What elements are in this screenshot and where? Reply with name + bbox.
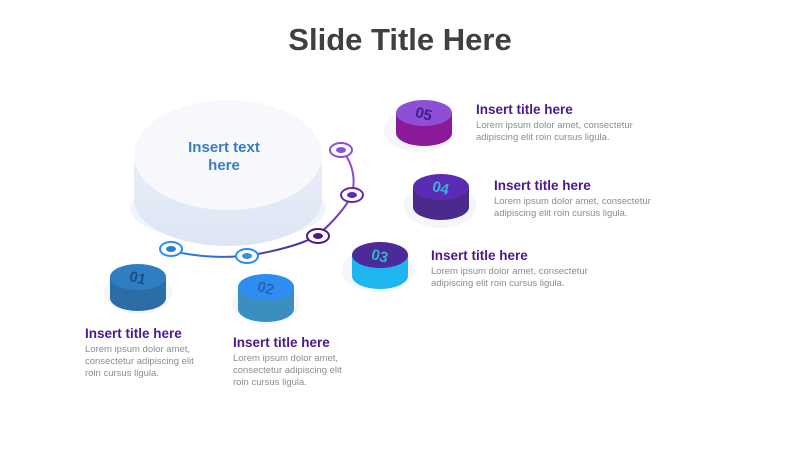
step-3-cylinder: 03 bbox=[342, 242, 414, 292]
arc-node-4 bbox=[340, 187, 364, 203]
step-2-desc-line-2: consectetur adipiscing elit bbox=[233, 365, 342, 376]
arc-node-5 bbox=[329, 142, 353, 158]
step-2-number: 02 bbox=[255, 278, 275, 299]
step-2-cylinder: 02 bbox=[232, 274, 300, 325]
center-cylinder bbox=[130, 100, 326, 246]
step-1-desc: Lorem ipsum dolor amet, consectetur adip… bbox=[85, 344, 194, 380]
step-3-top bbox=[352, 242, 408, 268]
step-2-desc-line-3: roin cursus ligula. bbox=[233, 377, 307, 388]
center-text-line-1: Insert text bbox=[188, 139, 260, 156]
step-5-number: 05 bbox=[413, 104, 433, 125]
step-1-top bbox=[110, 264, 166, 290]
arc-node-1 bbox=[159, 241, 183, 257]
step-1-desc-line-1: Lorem ipsum dolor amet, bbox=[85, 344, 191, 355]
step-5-desc: Lorem ipsum dolor amet, consectetur adip… bbox=[476, 120, 633, 144]
step-4-title: Insert title here bbox=[494, 178, 591, 193]
step-5-desc-line-1: Lorem ipsum dolor amet, consectetur bbox=[476, 120, 633, 131]
step-5-title: Insert title here bbox=[476, 102, 573, 117]
step-5-desc-line-2: adipiscing elit roin cursus ligula. bbox=[476, 132, 610, 143]
step-4-desc-line-2: adipiscing elit roin cursus ligula. bbox=[494, 208, 628, 219]
step-1-desc-line-3: roin cursus ligula. bbox=[85, 368, 159, 379]
step-3-title: Insert title here bbox=[431, 248, 528, 263]
arc-node-3 bbox=[306, 228, 330, 244]
step-3-number: 03 bbox=[369, 246, 389, 267]
step-3-desc-line-1: Lorem ipsum dolor amet, consectetur bbox=[431, 266, 588, 277]
step-4-desc-line-1: Lorem ipsum dolor amet, consectetur bbox=[494, 196, 651, 207]
center-text: Insert text here bbox=[160, 139, 288, 175]
step-2-title: Insert title here bbox=[233, 335, 330, 350]
step-4-top bbox=[413, 174, 469, 200]
step-1-desc-line-2: consectetur adipiscing elit bbox=[85, 356, 194, 367]
step-2-desc-line-1: Lorem ipsum dolor amet, bbox=[233, 353, 339, 364]
step-4-number: 04 bbox=[430, 178, 451, 199]
step-1-cylinder: 01 bbox=[104, 264, 172, 314]
step-3-desc-line-2: adipiscing elit roin cursus ligula. bbox=[431, 278, 565, 289]
arc-node-2 bbox=[235, 248, 259, 264]
step-2-desc: Lorem ipsum dolor amet, consectetur adip… bbox=[233, 353, 342, 389]
step-4-cylinder: 04 bbox=[404, 174, 476, 228]
step-1-number: 01 bbox=[127, 268, 147, 289]
step-1-title: Insert title here bbox=[85, 326, 182, 341]
center-text-line-2: here bbox=[208, 157, 240, 174]
step-5-top bbox=[396, 100, 452, 126]
step-4-desc: Lorem ipsum dolor amet, consectetur adip… bbox=[494, 196, 651, 220]
step-2-top bbox=[238, 274, 294, 300]
step-5-cylinder: 05 bbox=[384, 100, 456, 152]
step-3-desc: Lorem ipsum dolor amet, consectetur adip… bbox=[431, 266, 588, 290]
slide-title: Slide Title Here bbox=[288, 22, 512, 57]
